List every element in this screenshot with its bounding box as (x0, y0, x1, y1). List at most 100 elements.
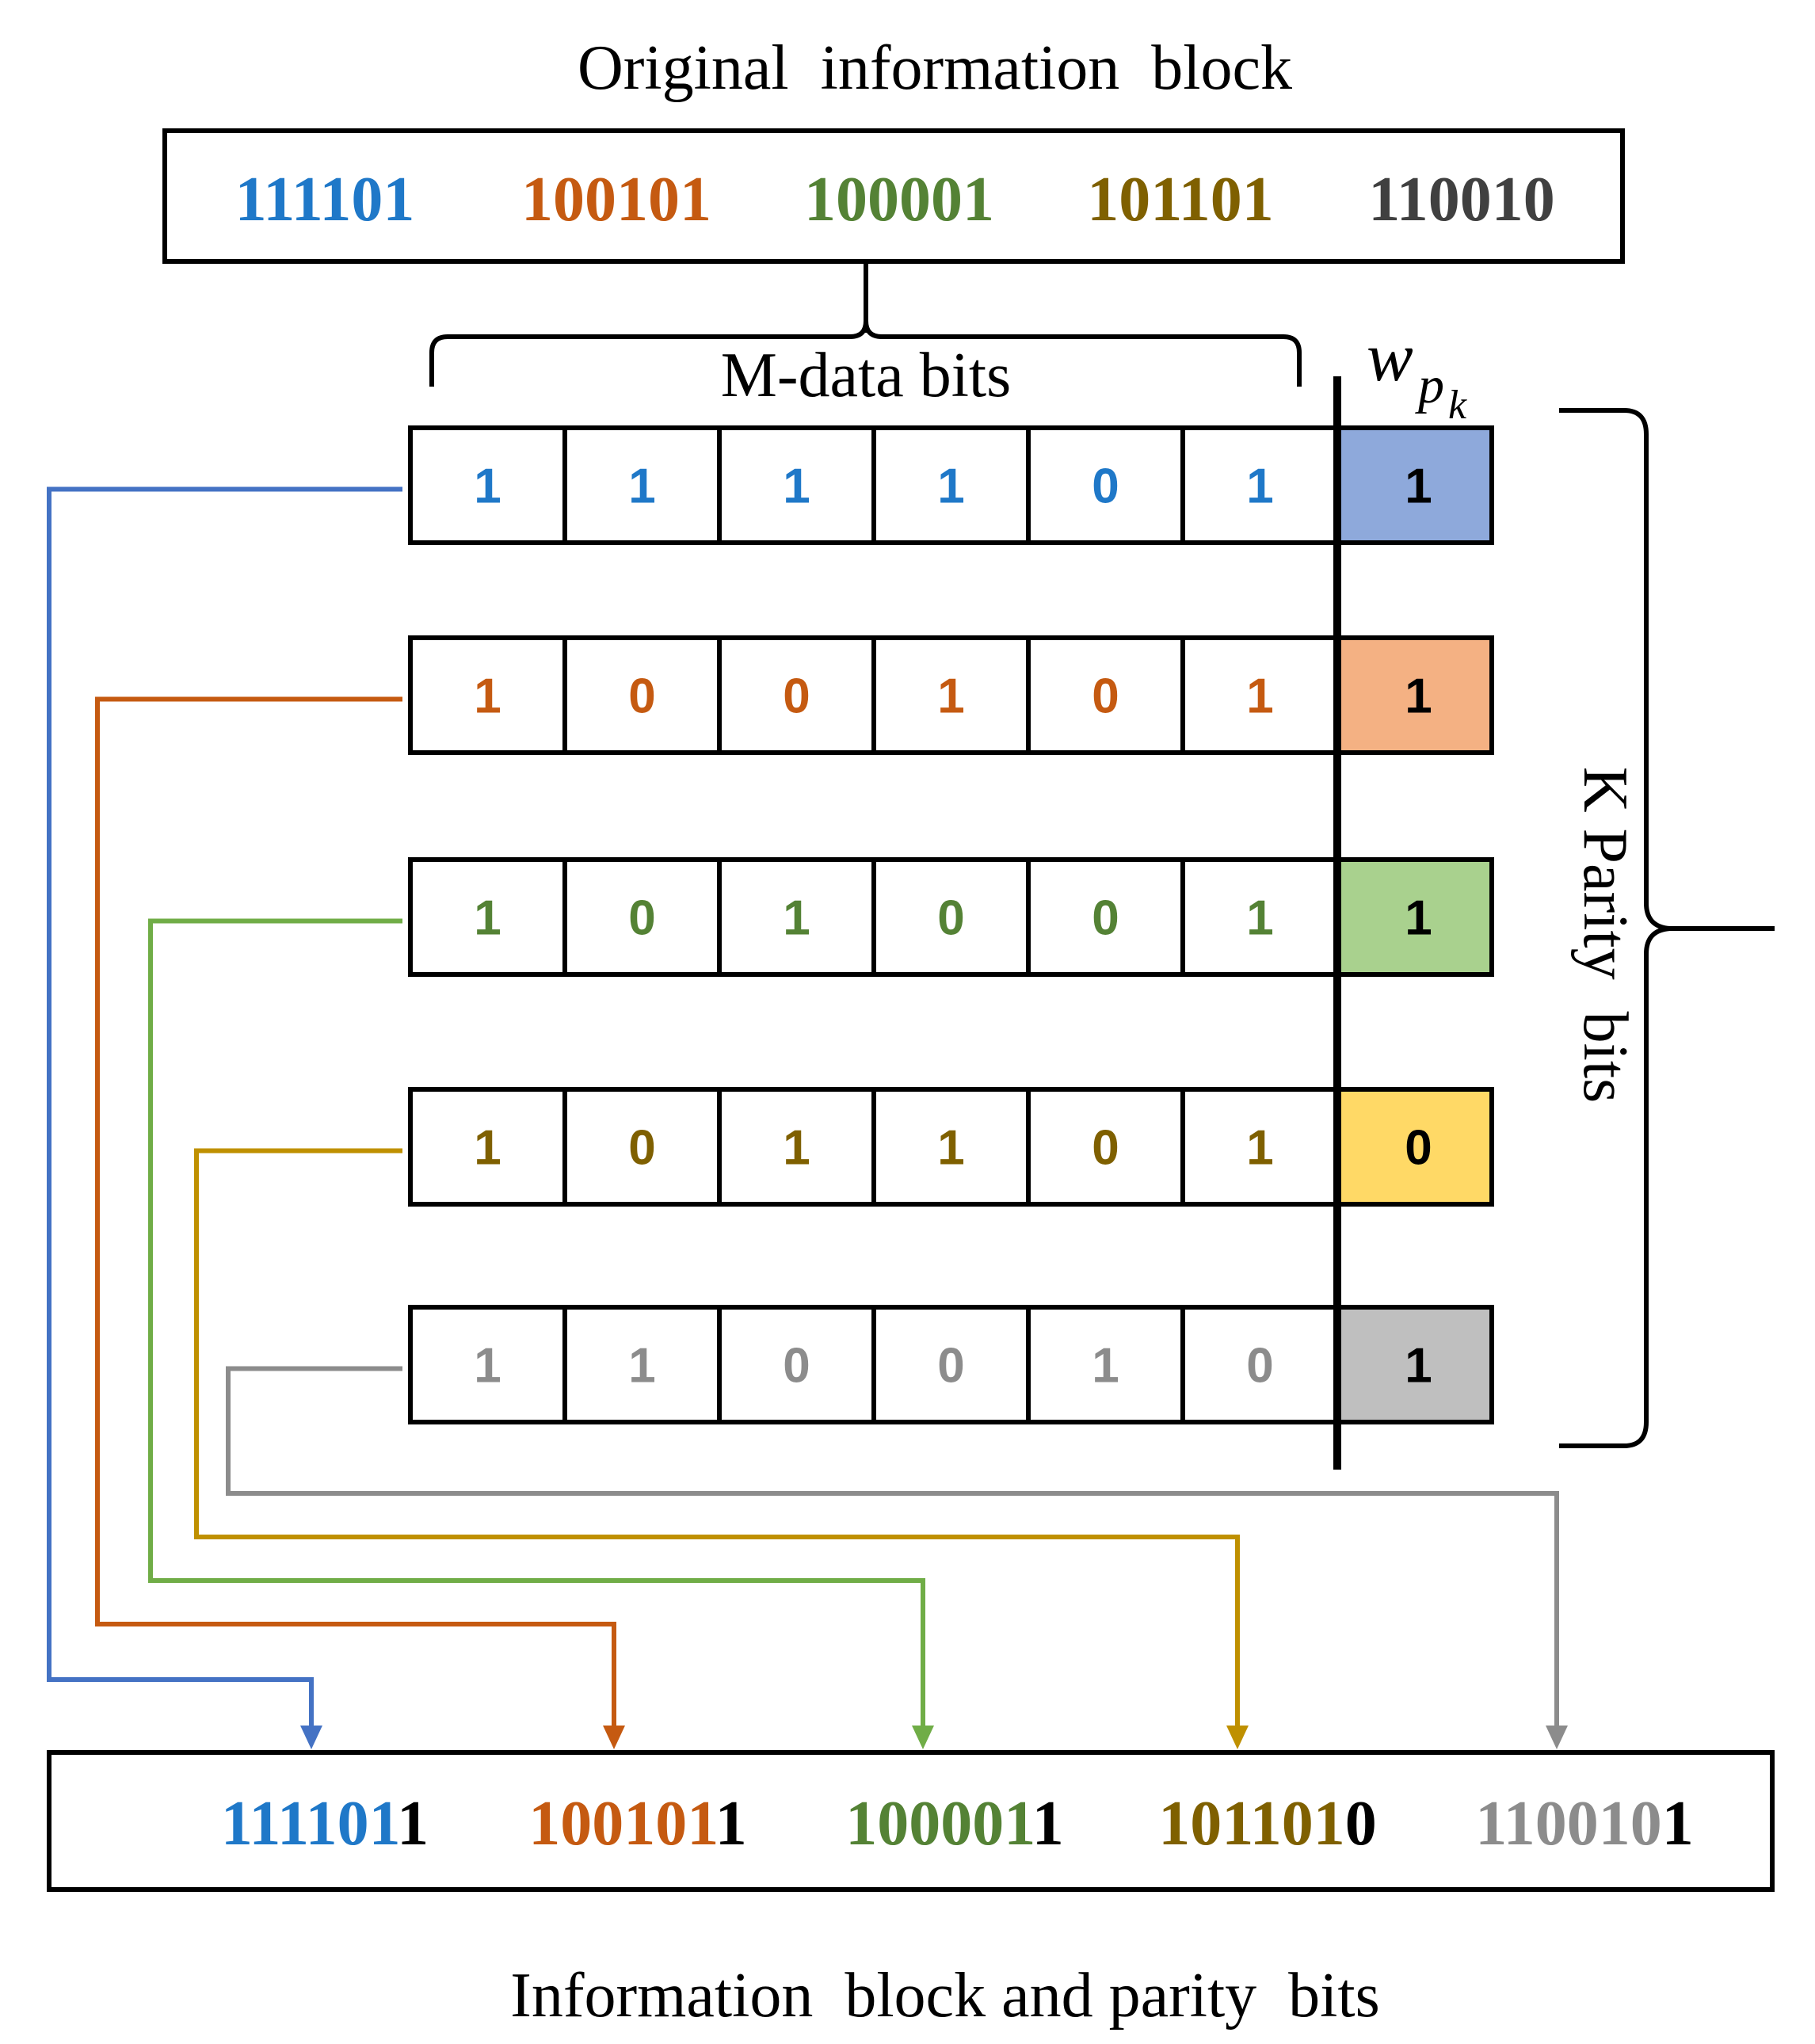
output-data-bits: 110010 (1475, 1789, 1662, 1859)
data-bit-value: 1 (783, 460, 810, 514)
arrow-head-icon (912, 1726, 934, 1749)
parity-bit-value: 1 (1405, 891, 1432, 946)
data-bit-value: 1 (474, 1121, 501, 1176)
m-data-label: M-data bits (721, 341, 1012, 410)
data-bit-cell (871, 857, 1031, 977)
data-bit-cell (871, 1087, 1031, 1207)
data-bit-value: 1 (474, 460, 501, 514)
data-bit-value: 1 (628, 1339, 655, 1394)
original-block-segment-2: 100101 (521, 165, 711, 235)
data-bit-cell (1026, 1305, 1185, 1424)
parity-bit-cell (1335, 1305, 1494, 1424)
data-bit-cell (408, 857, 567, 977)
data-bit-cell (717, 1087, 876, 1207)
data-bit-value: 1 (937, 669, 964, 724)
output-parity-bit: 1 (1662, 1789, 1694, 1859)
k-parity-label: K Parity bits (1570, 767, 1640, 1103)
data-bit-value: 0 (783, 669, 810, 724)
output-block-segment-5: 1100101 (1475, 1789, 1694, 1859)
data-bit-value: 1 (1246, 669, 1273, 724)
output-parity-bit: 1 (715, 1789, 747, 1859)
data-bit-value: 1 (1246, 1121, 1273, 1176)
output-data-bits: 111101 (221, 1789, 398, 1859)
data-bit-value: 1 (1246, 891, 1273, 946)
arrow-head-icon (1546, 1726, 1568, 1749)
output-parity-bit: 0 (1345, 1789, 1377, 1859)
output-block-segment-1: 1111011 (221, 1789, 429, 1859)
original-block-segment-4: 101101 (1087, 165, 1274, 235)
connector-lines (47, 486, 1568, 1749)
data-bit-cell (562, 635, 722, 755)
data-bit-value: 1 (474, 669, 501, 724)
data-bit-cell (1180, 857, 1340, 977)
connector-line-row-4 (194, 1148, 1240, 1730)
data-bit-value: 0 (628, 669, 655, 724)
original-block-frame (162, 128, 1625, 264)
original-block-segment-1: 111101 (235, 165, 415, 235)
data-bit-value: 1 (783, 891, 810, 946)
data-bit-value: 1 (937, 1121, 964, 1176)
data-bit-value: 1 (1246, 460, 1273, 514)
parity-bit-cell (1335, 1087, 1494, 1207)
parity-bit-value: 1 (1405, 1339, 1432, 1394)
parity-bit-cell (1335, 635, 1494, 755)
data-bit-value: 1 (783, 1121, 810, 1176)
output-parity-bit: 1 (397, 1789, 429, 1859)
parity-weight-symbol: w p k (1367, 319, 1467, 428)
output-block-segment-2: 1001011 (528, 1789, 747, 1859)
output-block-frame (47, 1750, 1775, 1892)
parity-symbol-subsub: k (1448, 383, 1467, 428)
data-bit-value: 0 (783, 1339, 810, 1394)
connector-line-row-2 (95, 696, 616, 1730)
data-bit-value: 0 (1092, 891, 1119, 946)
data-bit-cell (562, 425, 722, 545)
connector-line-row-3 (148, 918, 925, 1730)
parity-symbol-sub: p (1415, 357, 1444, 414)
data-bit-value: 0 (937, 1339, 964, 1394)
data-bit-value: 1 (474, 891, 501, 946)
output-data-bits: 101101 (1158, 1789, 1345, 1859)
data-bit-value: 1 (628, 460, 655, 514)
data-bit-cell (562, 1087, 722, 1207)
parity-bit-value: 1 (1405, 669, 1432, 724)
data-bit-value: 0 (1246, 1339, 1273, 1394)
footer-caption: Information block and parity bits (510, 1961, 1380, 2031)
parity-bit-value: 1 (1405, 460, 1432, 514)
original-block-segment-5: 110010 (1368, 165, 1555, 235)
k-parity-brace (1559, 408, 1775, 1448)
connector-line-row-1 (47, 486, 402, 1730)
data-bit-cell (717, 857, 876, 977)
connector-line-row-5 (226, 1366, 1559, 1730)
m-data-brace (429, 320, 1302, 387)
output-parity-bit: 1 (1032, 1789, 1064, 1859)
data-bit-value: 0 (1092, 669, 1119, 724)
data-bit-cell (1180, 425, 1340, 545)
bit-row-2: 1 0 0 1 0 1 1 (408, 635, 1494, 755)
arrow-head-icon (300, 1726, 322, 1749)
output-block-segment-4: 1011010 (1158, 1789, 1377, 1859)
output-data-bits: 100001 (845, 1789, 1032, 1859)
parity-bit-cell (1335, 857, 1494, 977)
data-bit-cell (717, 1305, 876, 1424)
data-bit-value: 1 (937, 460, 964, 514)
arrow-head-icon (1226, 1726, 1249, 1749)
arrow-head-icon (603, 1726, 625, 1749)
data-bit-cell (1180, 1305, 1340, 1424)
output-block-segment-3: 1000011 (845, 1789, 1064, 1859)
data-bit-value: 0 (1092, 1121, 1119, 1176)
output-data-bits: 100101 (528, 1789, 715, 1859)
parity-bit-value: 0 (1405, 1121, 1432, 1176)
data-bit-value: 1 (1092, 1339, 1119, 1394)
diagram-title: Original information block (578, 33, 1292, 103)
original-block-segment-3: 100001 (804, 165, 994, 235)
data-bit-cell (408, 635, 567, 755)
parity-symbol-base: w (1367, 319, 1413, 396)
original-block-content: 111101 100101 100001 101101 110010 (235, 165, 1555, 235)
data-bit-value: 0 (628, 891, 655, 946)
data-bit-cell (1026, 1087, 1185, 1207)
